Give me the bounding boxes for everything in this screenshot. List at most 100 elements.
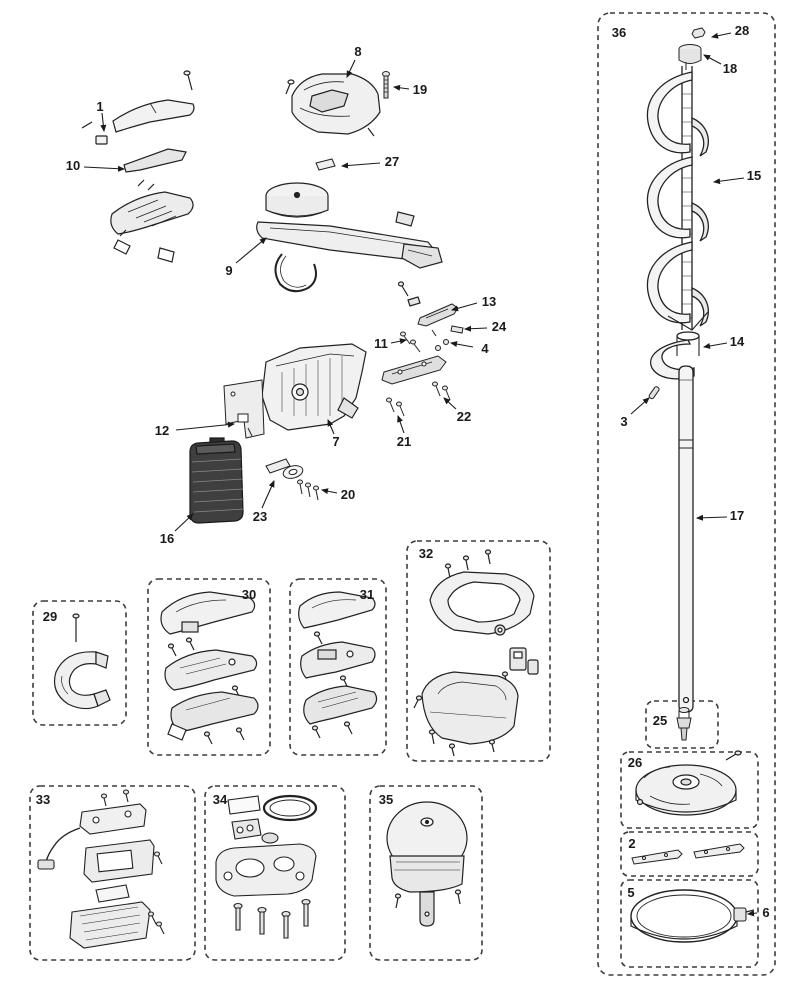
callout-arrow-6 [746, 910, 758, 917]
callout-arrow-9 [235, 237, 267, 264]
part-label-1: 1 [96, 99, 103, 114]
part-label-29: 29 [43, 609, 57, 624]
callout-arrow-19 [392, 84, 410, 91]
group-box-31 [289, 578, 387, 756]
part-32-housing-set [413, 549, 539, 757]
part-28-nut [691, 27, 706, 39]
callout-arrow-7 [327, 419, 335, 435]
callout-arrow-23 [261, 480, 275, 509]
part-label-9: 9 [225, 263, 232, 278]
callout-arrow-17 [695, 514, 728, 521]
part-label-7: 7 [332, 434, 339, 449]
callout-arrows [83, 32, 758, 917]
part-17-shaft [678, 365, 694, 713]
part-label-18: 18 [723, 61, 737, 76]
callout-arrow-24 [463, 325, 488, 332]
part-label-10: 10 [66, 158, 80, 173]
part-27-plate [315, 158, 336, 171]
part-label-16: 16 [160, 531, 174, 546]
part-34-baseplate-set [215, 794, 318, 939]
part-label-34: 34 [213, 792, 228, 807]
part-label-19: 19 [413, 82, 427, 97]
part-label-33: 33 [36, 792, 50, 807]
part-11-screws [400, 331, 421, 353]
part-30-handle-set [160, 591, 259, 745]
part-label-32: 32 [419, 546, 433, 561]
part-label-28: 28 [735, 23, 749, 38]
part-14-flight [650, 331, 700, 380]
group-box-36 [597, 12, 776, 976]
part-16-battery [189, 437, 245, 524]
callout-arrow-4 [449, 341, 474, 348]
group-box-33 [29, 785, 196, 961]
part-label-24: 24 [492, 319, 507, 334]
part-19-screw [382, 71, 390, 99]
callout-arrow-8 [346, 59, 356, 78]
callout-arrow-13 [450, 302, 478, 312]
part-label-27: 27 [385, 154, 399, 169]
group-box-2 [620, 831, 759, 877]
part-12-bracket [223, 379, 265, 439]
part-9-arm-assembly [256, 182, 443, 307]
part-label-31: 31 [360, 587, 374, 602]
part-label-2: 2 [628, 836, 635, 851]
part-15-auger [646, 66, 709, 331]
callout-arrow-27 [340, 162, 381, 169]
part-6-clamp [733, 907, 747, 922]
group-box-34 [204, 785, 346, 961]
callout-arrow-20 [320, 488, 338, 495]
part-13-bracket [417, 303, 459, 337]
part-29-clamp [53, 613, 111, 710]
part-22-bracket-screws [381, 355, 451, 401]
part-label-3: 3 [620, 414, 627, 429]
part-label-30: 30 [242, 587, 256, 602]
callout-arrow-22 [443, 397, 457, 410]
part-label-13: 13 [482, 294, 496, 309]
part-33-electronics-set [37, 789, 165, 949]
part-7-main-housing [261, 343, 367, 431]
part-label-4: 4 [481, 341, 489, 356]
group-box-26 [620, 751, 759, 829]
part-label-23: 23 [253, 509, 267, 524]
group-box-32 [406, 540, 551, 762]
part-label-21: 21 [397, 434, 411, 449]
group-boxes [29, 12, 776, 976]
part-label-22: 22 [457, 409, 471, 424]
part-3-pin [648, 386, 660, 400]
part-label-20: 20 [341, 487, 355, 502]
part-35-motor-unit [386, 801, 468, 927]
part-4-screws [435, 339, 449, 351]
part-label-12: 12 [155, 423, 169, 438]
callout-arrow-18 [703, 54, 722, 65]
part-label-17: 17 [730, 508, 744, 523]
group-box-35 [369, 785, 483, 961]
callout-arrow-11 [390, 338, 408, 345]
callout-arrow-1 [100, 112, 107, 133]
part-labels: 1 10 8 19 27 9 13 24 11 4 22 21 7 12 16 … [36, 23, 770, 920]
part-18-collar [678, 44, 702, 70]
part-2-blades [631, 843, 745, 865]
part-label-8: 8 [354, 44, 361, 59]
part-21-screws [386, 397, 405, 417]
callout-arrow-14 [702, 342, 728, 349]
callout-arrow-10 [83, 165, 126, 172]
part-23-pad [265, 458, 304, 479]
part-label-36: 36 [612, 25, 626, 40]
part-label-26: 26 [628, 755, 642, 770]
part-31-handle-set [298, 591, 378, 739]
group-box-29 [32, 600, 127, 726]
part-26-blade-carrier [635, 750, 742, 816]
callout-arrow-3 [630, 397, 650, 415]
callout-arrow-15 [712, 177, 745, 185]
callout-arrow-28 [710, 32, 732, 39]
callout-arrow-12 [175, 421, 236, 431]
part-5-ring [630, 889, 755, 943]
callout-arrow-16 [174, 513, 194, 532]
part-label-15: 15 [747, 168, 761, 183]
callout-arrow-21 [397, 414, 405, 434]
part-1-10-handle-cluster [81, 70, 195, 263]
part-label-5: 5 [627, 885, 634, 900]
part-label-11: 11 [374, 336, 388, 351]
